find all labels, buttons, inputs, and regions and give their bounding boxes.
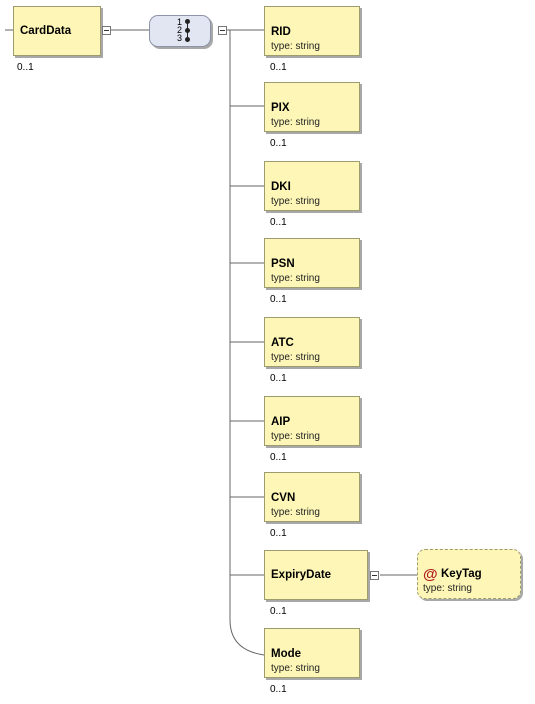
occurrence-label: 0..1	[270, 138, 287, 149]
collapse-toggle-expirydate[interactable]	[370, 571, 379, 580]
sequence-order-icon: 1 2 3	[177, 17, 183, 43]
element-carddata[interactable]: CardData	[13, 6, 101, 56]
occurrence-label: 0..1	[270, 62, 287, 73]
element-mode[interactable]: Mode type: string	[264, 628, 360, 678]
element-dki[interactable]: DKI type: string	[264, 161, 360, 211]
occurrence-label: 0..1	[270, 606, 287, 617]
occurrence-label: 0..1	[270, 684, 287, 695]
sequence-compositor[interactable]: 1 2 3	[149, 15, 211, 47]
element-expirydate[interactable]: ExpiryDate	[264, 550, 368, 600]
attribute-keytag[interactable]: @ KeyTag type: string	[417, 549, 521, 599]
element-psn[interactable]: PSN type: string	[264, 238, 360, 288]
attribute-name: KeyTag	[441, 568, 482, 580]
collapse-toggle-carddata[interactable]	[102, 26, 111, 35]
element-rid[interactable]: RID type: string	[264, 6, 360, 56]
occurrence-label: 0..1	[17, 62, 34, 73]
occurrence-label: 0..1	[270, 217, 287, 228]
element-pix[interactable]: PIX type: string	[264, 82, 360, 132]
element-cvn[interactable]: CVN type: string	[264, 472, 360, 522]
occurrence-label: 0..1	[270, 452, 287, 463]
collapse-toggle-sequence[interactable]	[218, 26, 227, 35]
element-atc[interactable]: ATC type: string	[264, 317, 360, 367]
element-name: CardData	[20, 25, 72, 37]
occurrence-label: 0..1	[270, 294, 287, 305]
attribute-icon: @	[423, 566, 438, 583]
element-aip[interactable]: AIP type: string	[264, 396, 360, 446]
attribute-type: type: string	[423, 583, 472, 594]
occurrence-label: 0..1	[270, 373, 287, 384]
occurrence-label: 0..1	[270, 528, 287, 539]
